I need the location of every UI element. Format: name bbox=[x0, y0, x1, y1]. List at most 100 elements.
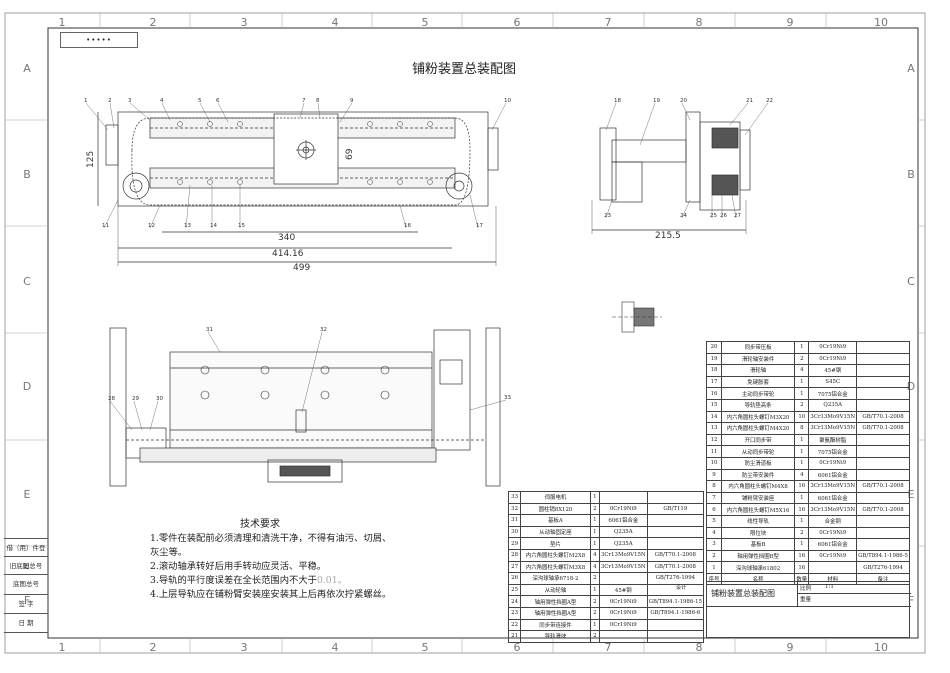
leader-line bbox=[149, 204, 161, 229]
bom-cell: 深沟球轴承61802 bbox=[721, 561, 796, 574]
bom-cell: 0Cr19Ni9 bbox=[598, 606, 648, 620]
zone-label: 6 bbox=[513, 641, 521, 654]
bom-cell bbox=[856, 468, 910, 482]
bom-cell: 21 bbox=[507, 630, 522, 643]
bom-cell: GB/T119 bbox=[646, 502, 705, 516]
leader-line bbox=[399, 204, 407, 229]
bom-cell: 23 bbox=[507, 606, 522, 620]
bom-cell: 1 bbox=[589, 537, 600, 550]
bom-cell: 从动轮轴 bbox=[520, 583, 591, 597]
part-balloon: 32 bbox=[320, 327, 327, 333]
bom-cell: 导轨滑块 bbox=[520, 630, 591, 643]
bom-cell: 9 bbox=[705, 468, 723, 482]
bom-cell: 14 bbox=[705, 410, 723, 424]
bom-cell: 7075铝合金 bbox=[808, 445, 858, 458]
zone-label: 2 bbox=[149, 16, 157, 29]
bom-header-row: 序号名称数量材料备注 bbox=[705, 572, 910, 586]
bom-cell: 10 bbox=[794, 410, 810, 424]
bom-cell: 3Cr13Mo9V15N bbox=[808, 422, 858, 435]
zone-label: F bbox=[23, 594, 31, 607]
zone-label: 1 bbox=[58, 641, 66, 654]
sign-row: 设计 bbox=[676, 585, 687, 591]
requirement-item: 2.滚动轴承转好后用手转动应灵活、平稳。 bbox=[150, 561, 327, 572]
bom-cell: 13 bbox=[705, 422, 723, 435]
bom-cell: 内六角圆柱头螺钉M3X20 bbox=[721, 410, 796, 424]
bom-cell: 防尘滑道板 bbox=[721, 456, 796, 470]
bom-cell: 7075铝合金 bbox=[808, 387, 858, 400]
part-balloon: 30 bbox=[156, 396, 163, 402]
bom-cell: 3Cr13Mo9V15N bbox=[598, 548, 648, 562]
zone-label: 6 bbox=[513, 16, 521, 29]
bom-cell: 深沟球轴承6718-2 bbox=[520, 572, 591, 585]
bom-cell: 内六角圆柱头螺钉M2X8 bbox=[520, 548, 591, 562]
bom-cell: 0Cr19Ni9 bbox=[808, 549, 858, 563]
part-balloon: 1 bbox=[84, 98, 88, 104]
bom-cell: GB/T276-1994 bbox=[856, 561, 910, 574]
bom-cell: 基板B bbox=[721, 538, 796, 551]
bom-cell: 1 bbox=[794, 456, 810, 470]
bom-cell: 0Cr19Ni9 bbox=[808, 352, 858, 366]
bom-cell: 线性导轨 bbox=[721, 514, 796, 528]
bom-cell bbox=[598, 491, 648, 504]
bom-cell: 18 bbox=[705, 364, 723, 377]
bom-cell bbox=[856, 364, 910, 377]
bom-cell: 6061铝合金 bbox=[808, 468, 858, 482]
bom-cell: 2 bbox=[794, 398, 810, 412]
bom-cell: 1 bbox=[794, 445, 810, 458]
part-balloon: 3 bbox=[128, 98, 132, 104]
zone-label: D bbox=[906, 380, 916, 393]
front-view bbox=[97, 111, 499, 266]
part-balloon: 18 bbox=[614, 98, 621, 104]
bom-cell: 45#钢 bbox=[808, 364, 858, 377]
bom-cell: 16 bbox=[705, 387, 723, 400]
leader-line bbox=[185, 184, 191, 229]
leader-line bbox=[299, 102, 305, 119]
bom-cell bbox=[646, 618, 705, 632]
technical-requirements: 技术要求 1.零件在装配前必须清理和清洗干净，不得有油污、切屑、 灰尘等。 2.… bbox=[150, 515, 450, 602]
part-balloon: 28 bbox=[108, 396, 115, 402]
leader-line bbox=[149, 400, 159, 431]
bom-cell: 从动同步带轮 bbox=[721, 445, 796, 458]
part-balloon: 8 bbox=[316, 98, 320, 104]
bom-cell: 1 bbox=[794, 433, 810, 447]
bom-cell: 垫片 bbox=[520, 537, 591, 550]
bom-cell: 0Cr19Ni9 bbox=[598, 502, 648, 516]
side-label: 底图总号 bbox=[4, 574, 48, 593]
leader-line bbox=[217, 102, 229, 123]
leader-line bbox=[103, 199, 119, 229]
bom-cell bbox=[856, 375, 910, 389]
bom-cell bbox=[856, 433, 910, 447]
bom-cell bbox=[856, 445, 910, 458]
bom-cell: 24 bbox=[507, 595, 522, 608]
part-balloon: 33 bbox=[504, 395, 511, 401]
bom-cell bbox=[808, 561, 858, 574]
bom-cell: 0Cr19Ni9 bbox=[808, 526, 858, 540]
zone-label: 7 bbox=[604, 16, 612, 29]
bom-cell: 3Cr13Mo9V15N bbox=[808, 503, 858, 516]
requirement-item: 3.导轨的平行度误差在全长范围内不大于0.01。 bbox=[150, 575, 347, 586]
part-balloon: 24 bbox=[680, 213, 687, 219]
bom-cell: Q235A bbox=[598, 537, 648, 550]
bom-cell: 6061铝合金 bbox=[808, 538, 858, 551]
bom-cell: 3 bbox=[705, 538, 723, 551]
bom-cell: 29 bbox=[507, 537, 522, 550]
bom-cell bbox=[598, 630, 648, 643]
leader-line bbox=[605, 199, 613, 219]
bom-cell: 2 bbox=[589, 595, 600, 608]
plan-view bbox=[109, 327, 501, 487]
bom-cell: 5 bbox=[705, 514, 723, 528]
bom-cell: 伺服电机 bbox=[520, 491, 591, 504]
